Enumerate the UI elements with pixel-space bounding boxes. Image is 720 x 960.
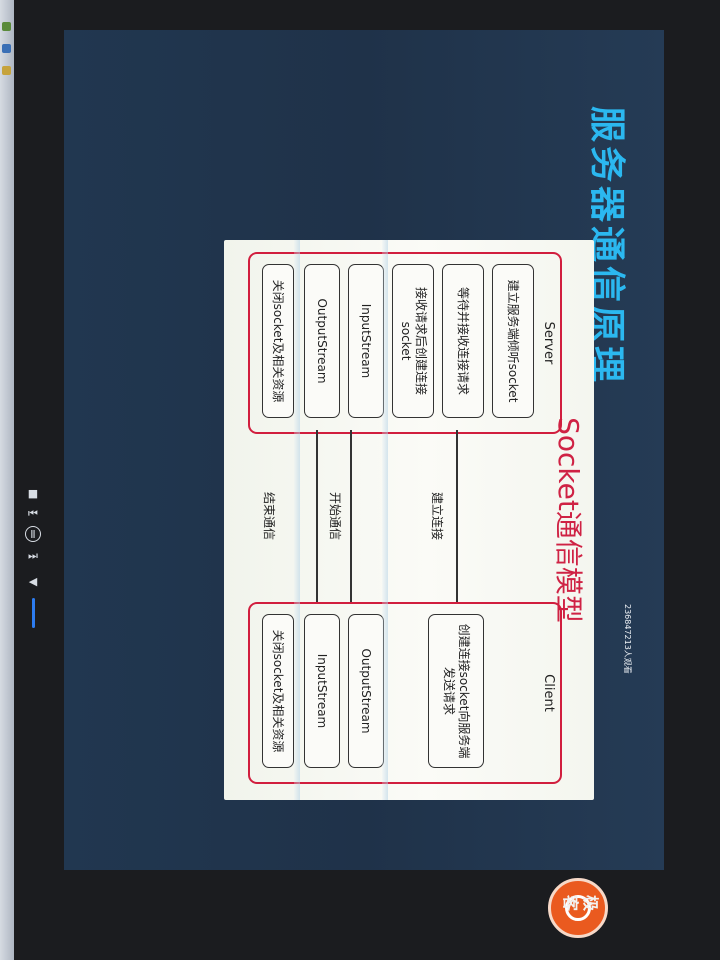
client-step-connect: 创建连接socket向服务端发送请求 [428,614,484,768]
start-communication-label: 开始通信 [328,491,342,540]
stream-line-input [350,430,352,602]
volume-icon[interactable]: ◀ [28,575,38,588]
server-step-output: OutputStream [304,264,340,418]
pause-icon[interactable]: Ⅱ [25,526,41,542]
stop-icon[interactable]: ■ [27,487,39,500]
next-icon[interactable]: ⏭ [28,549,38,562]
previous-icon[interactable]: ⏮ [28,507,38,520]
server-step-accept: 等待并接收连接请求 [442,264,484,418]
server-label: Server [541,321,556,365]
logo-text: 极客 [561,895,600,912]
stream-line-output [316,430,318,602]
viewer-count: 236847213人观看 [623,604,632,674]
client-step-close: 关闭socket及相关资源 [262,614,294,768]
logo-mark [548,878,608,938]
client-step-input: InputStream [304,614,340,768]
client-step-output: OutputStream [348,614,384,768]
server-step-input: InputStream [348,264,384,418]
end-communication-label: 结束通信 [262,491,276,540]
presentation-slide: 服务器通信原理 236847213人观看 Socket通信模型 Server 建… [64,30,664,870]
background-window-edge [0,0,14,960]
client-label: Client [541,674,556,712]
socket-diagram: Socket通信模型 Server 建立服务端倾听socket 等待并接收连接请… [224,240,594,800]
logo-ring [565,895,591,921]
divider-band [382,240,388,800]
player-controls: ■ ⏮ Ⅱ ⏭ ◀ [22,470,44,630]
desktop-icon [2,22,11,31]
desktop-icon [2,44,11,53]
divider-band [294,240,300,800]
establish-connection-line [456,430,458,602]
server-step-close: 关闭socket及相关资源 [262,264,294,418]
desktop-icon [2,66,11,75]
establish-connection-label: 建立连接 [430,491,444,540]
server-step-create: 接收请求后创建连接socket [392,264,434,418]
volume-slider[interactable] [32,598,35,628]
server-step-listen: 建立服务端倾听socket [492,264,534,418]
